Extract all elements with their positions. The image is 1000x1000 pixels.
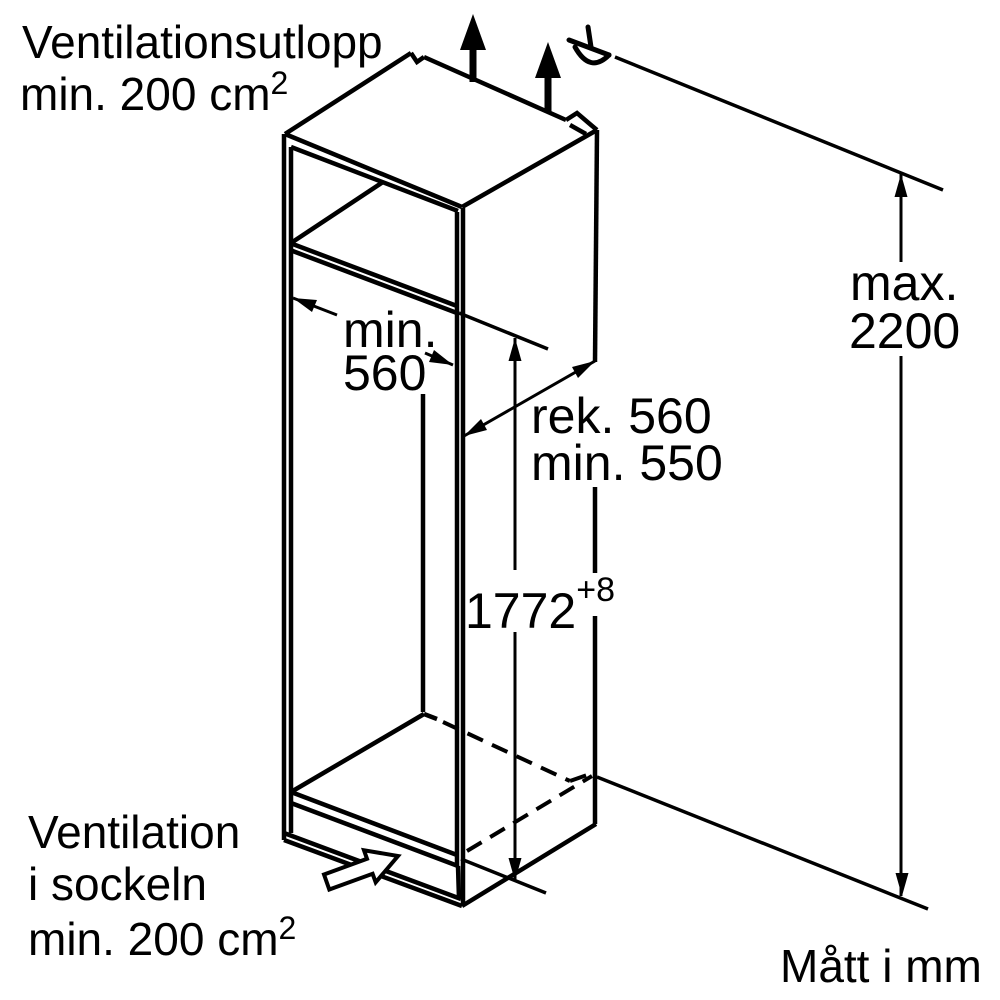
vent-outlet-line1: Ventilationsutlopp: [22, 16, 383, 68]
dimension-niche-height: 1772+8: [465, 338, 615, 881]
vent-plinth-line1: Ventilation: [28, 806, 240, 858]
hidden-edges: [442, 720, 594, 853]
max-height-value: 2200: [849, 303, 960, 359]
dimension-niche-depth: rek. 560 min. 550: [463, 359, 723, 491]
niche-width-label: min.: [343, 302, 437, 358]
niche-depth-rec: rek. 560: [531, 388, 712, 444]
vent-out-arrow-2: [535, 42, 561, 113]
vent-outlet-line2: min. 200 cm2: [20, 65, 288, 120]
break-mark-icon: [566, 24, 612, 66]
vent-plinth-line3: min. 200 cm2: [28, 910, 296, 965]
vent-out-arrow-1: [460, 14, 486, 82]
niche-depth-min: min. 550: [531, 435, 723, 491]
vent-in-block-arrow: [321, 847, 402, 893]
label-vent-outlet: Ventilationsutlopp min. 200 cm2: [20, 16, 383, 120]
niche-width-value: 560: [343, 345, 426, 401]
max-height-label: max.: [850, 255, 958, 311]
vent-plinth-line2: i sockeln: [28, 858, 207, 910]
label-vent-plinth: Ventilation i sockeln min. 200 cm2: [28, 806, 296, 965]
cabinet-outline: [281, 51, 600, 909]
niche-height-value: 1772+8: [465, 571, 615, 639]
reference-lines: [458, 55, 944, 911]
dimension-max-height: max. 2200: [849, 174, 960, 896]
units-note: Mått i mm: [780, 940, 982, 992]
dimension-niche-width: min. 560: [292, 296, 454, 401]
